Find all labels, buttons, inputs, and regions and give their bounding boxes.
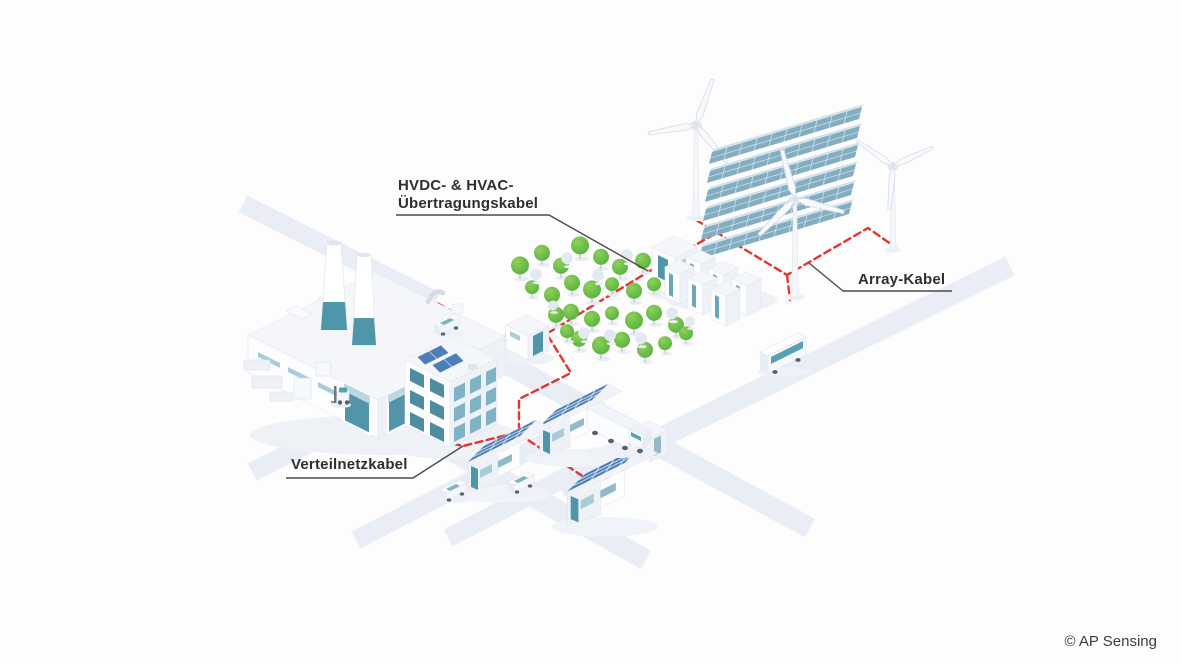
annotation-array-cable: Array-Kabel xyxy=(808,262,952,292)
cable-city-branch xyxy=(517,432,595,485)
office-roof-solar-panels xyxy=(416,344,477,374)
distribution-cable-leader-line xyxy=(286,445,464,479)
office-building xyxy=(404,336,498,448)
truck xyxy=(584,401,652,458)
annotation-distribution-cable: Verteilnetzkabel xyxy=(286,445,464,479)
office-windows-right xyxy=(454,367,496,442)
forklift xyxy=(331,386,351,408)
copyright-credit: © AP Sensing xyxy=(1064,633,1157,650)
office-windows-left xyxy=(410,368,444,442)
chimney-2 xyxy=(351,252,377,346)
bus xyxy=(758,332,810,377)
cable-city-distribution xyxy=(440,334,573,448)
battery-container xyxy=(710,281,741,327)
distribution-cable-label: Verteilnetzkabel xyxy=(291,456,408,473)
battery-storage xyxy=(664,249,762,327)
hvdc-label-line1: HVDC- & HVAC- xyxy=(398,177,514,194)
chimney-1 xyxy=(320,240,348,331)
plant-yard-crates xyxy=(243,359,332,402)
cable-turbine-drop xyxy=(785,273,792,302)
array-cable-label: Array-Kabel xyxy=(858,271,945,288)
annotation-hvdc: HVDC- & HVAC- Übertragungskabel xyxy=(396,177,649,272)
array-cable-leader-line xyxy=(808,262,952,292)
hvdc-leader-line xyxy=(396,214,649,272)
cable-array-zigzag xyxy=(694,218,897,277)
transformer-hut xyxy=(505,314,550,361)
hvdc-label-line2: Übertragungskabel xyxy=(398,195,538,212)
truck-windshield xyxy=(631,432,641,441)
hut-door xyxy=(533,331,543,356)
bus-window-band xyxy=(771,341,803,364)
